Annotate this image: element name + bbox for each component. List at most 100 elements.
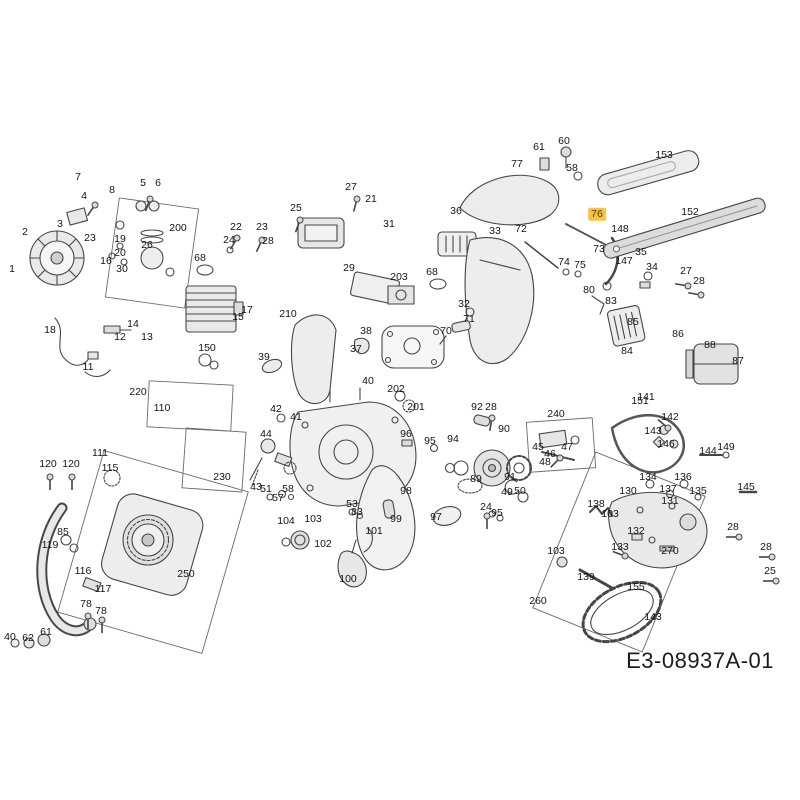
part-label-134[interactable]: 134 bbox=[639, 470, 657, 483]
part-label-94[interactable]: 94 bbox=[447, 432, 459, 445]
part-label-46[interactable]: 46 bbox=[544, 447, 556, 460]
part-label-32[interactable]: 32 bbox=[458, 297, 470, 310]
part-label-42[interactable]: 42 bbox=[270, 402, 282, 415]
part-label-95[interactable]: 95 bbox=[424, 434, 436, 447]
part-label-200[interactable]: 200 bbox=[169, 221, 187, 234]
part-label-27[interactable]: 27 bbox=[345, 180, 357, 193]
part-label-85[interactable]: 85 bbox=[57, 525, 69, 538]
part-label-28[interactable]: 28 bbox=[262, 234, 274, 247]
part-label-25[interactable]: 25 bbox=[290, 201, 302, 214]
part-label-101[interactable]: 101 bbox=[365, 524, 383, 537]
part-label-85[interactable]: 85 bbox=[627, 315, 639, 328]
part-label-34[interactable]: 34 bbox=[646, 260, 658, 273]
part-label-76[interactable]: 76 bbox=[588, 207, 606, 221]
part-label-5[interactable]: 5 bbox=[140, 176, 146, 189]
part-label-240[interactable]: 240 bbox=[547, 407, 565, 420]
part-label-136[interactable]: 136 bbox=[674, 470, 692, 483]
part-label-21[interactable]: 21 bbox=[365, 192, 377, 205]
part-label-28[interactable]: 28 bbox=[693, 274, 705, 287]
part-label-135[interactable]: 135 bbox=[689, 484, 707, 497]
part-label-139[interactable]: 139 bbox=[577, 570, 595, 583]
part-label-22[interactable]: 22 bbox=[230, 220, 242, 233]
part-label-143[interactable]: 143 bbox=[644, 424, 662, 437]
part-label-78[interactable]: 78 bbox=[80, 597, 92, 610]
part-label-38[interactable]: 38 bbox=[360, 324, 372, 337]
part-label-96[interactable]: 96 bbox=[400, 427, 412, 440]
part-label-8[interactable]: 8 bbox=[109, 183, 115, 196]
part-label-12[interactable]: 12 bbox=[114, 330, 126, 343]
part-label-270[interactable]: 270 bbox=[661, 544, 679, 557]
part-label-29[interactable]: 29 bbox=[343, 261, 355, 274]
part-label-92[interactable]: 92 bbox=[471, 400, 483, 413]
part-label-148[interactable]: 148 bbox=[611, 222, 629, 235]
part-label-89[interactable]: 89 bbox=[470, 472, 482, 485]
part-label-37[interactable]: 37 bbox=[350, 342, 362, 355]
part-label-142[interactable]: 142 bbox=[661, 410, 679, 423]
part-label-43[interactable]: 43 bbox=[250, 480, 262, 493]
part-label-53[interactable]: 53 bbox=[346, 497, 358, 510]
part-label-141[interactable]: 141 bbox=[637, 390, 655, 403]
part-label-45[interactable]: 45 bbox=[532, 440, 544, 453]
part-label-151[interactable]: 151 bbox=[631, 394, 649, 407]
part-label-210[interactable]: 210 bbox=[279, 307, 297, 320]
part-label-103[interactable]: 103 bbox=[601, 507, 619, 520]
part-label-87[interactable]: 87 bbox=[732, 354, 744, 367]
part-label-60[interactable]: 60 bbox=[558, 134, 570, 147]
part-label-155[interactable]: 155 bbox=[627, 580, 645, 593]
part-label-202[interactable]: 202 bbox=[387, 382, 405, 395]
part-label-84[interactable]: 84 bbox=[621, 344, 633, 357]
part-label-50[interactable]: 50 bbox=[514, 484, 526, 497]
part-label-97[interactable]: 97 bbox=[430, 510, 442, 523]
part-label-30[interactable]: 30 bbox=[116, 262, 128, 275]
part-label-115[interactable]: 115 bbox=[101, 461, 119, 474]
part-label-133[interactable]: 133 bbox=[611, 540, 629, 553]
part-label-19[interactable]: 19 bbox=[114, 232, 126, 245]
part-label-99[interactable]: 99 bbox=[390, 512, 402, 525]
part-label-138[interactable]: 138 bbox=[587, 497, 605, 510]
part-label-28[interactable]: 28 bbox=[727, 520, 739, 533]
part-label-6[interactable]: 6 bbox=[155, 176, 161, 189]
part-label-103[interactable]: 103 bbox=[547, 544, 565, 557]
part-label-145[interactable]: 145 bbox=[737, 480, 755, 493]
part-label-1[interactable]: 1 bbox=[9, 262, 15, 275]
part-label-2[interactable]: 2 bbox=[22, 225, 28, 238]
part-label-130[interactable]: 130 bbox=[619, 484, 637, 497]
part-label-78[interactable]: 78 bbox=[95, 604, 107, 617]
part-label-119[interactable]: 119 bbox=[41, 538, 59, 551]
part-label-20[interactable]: 20 bbox=[114, 246, 126, 259]
part-label-24[interactable]: 24 bbox=[480, 500, 492, 513]
part-label-14[interactable]: 14 bbox=[127, 317, 139, 330]
part-label-13[interactable]: 13 bbox=[141, 330, 153, 343]
part-label-47[interactable]: 47 bbox=[561, 440, 573, 453]
part-label-15[interactable]: 15 bbox=[232, 310, 244, 323]
part-label-120[interactable]: 120 bbox=[62, 457, 80, 470]
part-label-83[interactable]: 83 bbox=[605, 294, 617, 307]
part-label-57[interactable]: 57 bbox=[272, 491, 284, 504]
part-label-120[interactable]: 120 bbox=[39, 457, 57, 470]
part-label-31[interactable]: 31 bbox=[383, 217, 395, 230]
part-label-250[interactable]: 250 bbox=[177, 567, 195, 580]
part-label-36[interactable]: 36 bbox=[450, 204, 462, 217]
part-label-24[interactable]: 24 bbox=[223, 233, 235, 246]
part-label-39[interactable]: 39 bbox=[258, 350, 270, 363]
part-label-18[interactable]: 18 bbox=[44, 323, 56, 336]
part-label-40[interactable]: 40 bbox=[4, 630, 16, 643]
part-label-17[interactable]: 17 bbox=[241, 303, 253, 316]
part-label-90[interactable]: 90 bbox=[498, 422, 510, 435]
part-label-260[interactable]: 260 bbox=[529, 594, 547, 607]
part-label-116[interactable]: 116 bbox=[74, 564, 92, 577]
part-label-230[interactable]: 230 bbox=[213, 470, 231, 483]
part-label-201[interactable]: 201 bbox=[407, 400, 425, 413]
part-label-49[interactable]: 49 bbox=[501, 485, 513, 498]
part-label-74[interactable]: 74 bbox=[558, 255, 570, 268]
part-label-103[interactable]: 103 bbox=[304, 512, 322, 525]
part-label-33[interactable]: 33 bbox=[489, 224, 501, 237]
part-label-77[interactable]: 77 bbox=[511, 157, 523, 170]
part-label-110[interactable]: 110 bbox=[153, 401, 171, 414]
part-label-41[interactable]: 41 bbox=[290, 410, 302, 423]
part-label-61[interactable]: 61 bbox=[533, 140, 545, 153]
part-label-58[interactable]: 58 bbox=[566, 161, 578, 174]
part-label-203[interactable]: 203 bbox=[390, 270, 408, 283]
part-label-149[interactable]: 149 bbox=[717, 440, 735, 453]
part-label-35[interactable]: 35 bbox=[635, 245, 647, 258]
